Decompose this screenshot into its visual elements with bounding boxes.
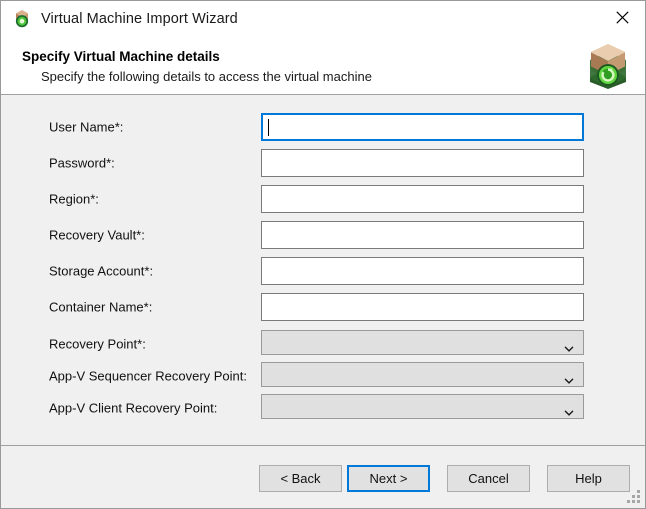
- form-row-appv-client-recovery-point: App-V Client Recovery Point:: [1, 394, 645, 422]
- form-row-user-name: User Name*:: [1, 113, 645, 141]
- form-row-storage-account: Storage Account*:: [1, 257, 645, 285]
- chevron-down-icon: [564, 371, 574, 384]
- form-row-appv-sequencer-recovery-point: App-V Sequencer Recovery Point:: [1, 362, 645, 390]
- cancel-button[interactable]: Cancel: [447, 465, 530, 492]
- input-container-name[interactable]: [261, 293, 584, 321]
- package-shield-icon: [12, 9, 32, 29]
- wizard-header: Specify Virtual Machine details Specify …: [1, 37, 645, 95]
- label-recovery-point: Recovery Point*:: [49, 336, 146, 352]
- label-user-name: User Name*:: [49, 119, 124, 135]
- chevron-down-icon: [564, 403, 574, 416]
- label-container-name: Container Name*:: [49, 299, 153, 315]
- label-appv-sequencer-recovery-point: App-V Sequencer Recovery Point:: [49, 368, 247, 384]
- resize-grip[interactable]: [627, 490, 641, 504]
- label-appv-client-recovery-point: App-V Client Recovery Point:: [49, 400, 218, 416]
- help-button[interactable]: Help: [547, 465, 630, 492]
- input-storage-account[interactable]: [261, 257, 584, 285]
- dropdown-appv-sequencer-recovery-point[interactable]: [261, 362, 584, 387]
- form-row-recovery-point: Recovery Point*:: [1, 330, 645, 358]
- label-password: Password*:: [49, 155, 115, 171]
- page-subtitle: Specify the following details to access …: [41, 69, 372, 84]
- form-area: User Name*: Password*: Region*: Recovery…: [1, 96, 645, 446]
- dropdown-appv-client-recovery-point[interactable]: [261, 394, 584, 419]
- close-icon[interactable]: [599, 1, 645, 34]
- label-recovery-vault: Recovery Vault*:: [49, 227, 145, 243]
- input-recovery-vault[interactable]: [261, 221, 584, 249]
- title-bar: Virtual Machine Import Wizard: [1, 1, 645, 37]
- back-button[interactable]: < Back: [259, 465, 342, 492]
- page-title: Specify Virtual Machine details: [22, 49, 220, 64]
- package-recycle-icon: [584, 42, 632, 90]
- form-row-password: Password*:: [1, 149, 645, 177]
- input-region[interactable]: [261, 185, 584, 213]
- form-row-recovery-vault: Recovery Vault*:: [1, 221, 645, 249]
- form-row-container-name: Container Name*:: [1, 293, 645, 321]
- input-user-name[interactable]: [261, 113, 584, 141]
- form-row-region: Region*:: [1, 185, 645, 213]
- text-caret: [268, 119, 269, 136]
- dropdown-recovery-point[interactable]: [261, 330, 584, 355]
- input-password[interactable]: [261, 149, 584, 177]
- label-region: Region*:: [49, 191, 99, 207]
- window-title: Virtual Machine Import Wizard: [41, 11, 238, 27]
- chevron-down-icon: [564, 339, 574, 352]
- next-button[interactable]: Next >: [347, 465, 430, 492]
- dialog-footer: < Back Next > Cancel Help: [1, 447, 645, 508]
- label-storage-account: Storage Account*:: [49, 263, 154, 279]
